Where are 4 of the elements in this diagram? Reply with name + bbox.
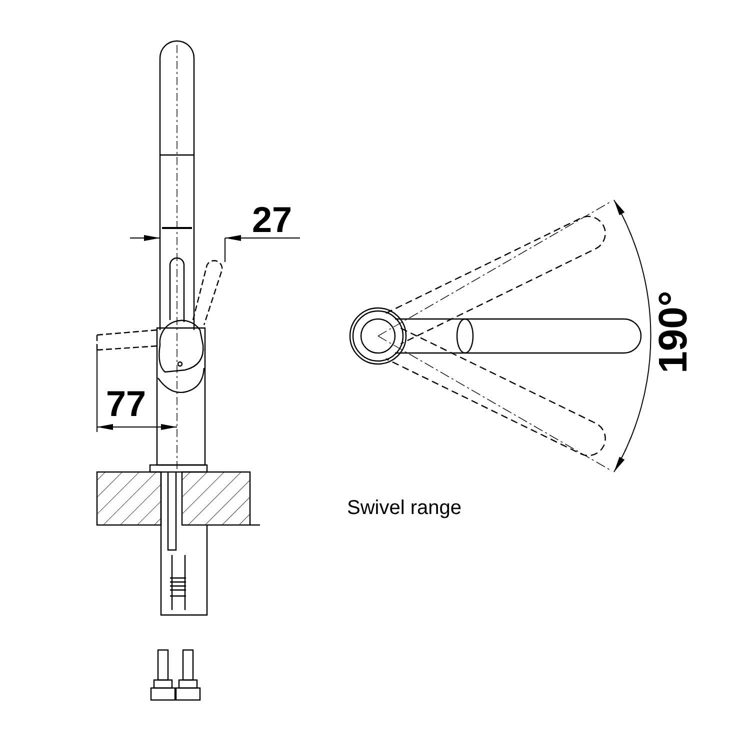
- dimension-value: 77: [106, 386, 146, 422]
- angle-value: 190°: [653, 290, 694, 374]
- dimension-value: 27: [252, 202, 292, 238]
- caption-text: Swivel range: [347, 498, 462, 518]
